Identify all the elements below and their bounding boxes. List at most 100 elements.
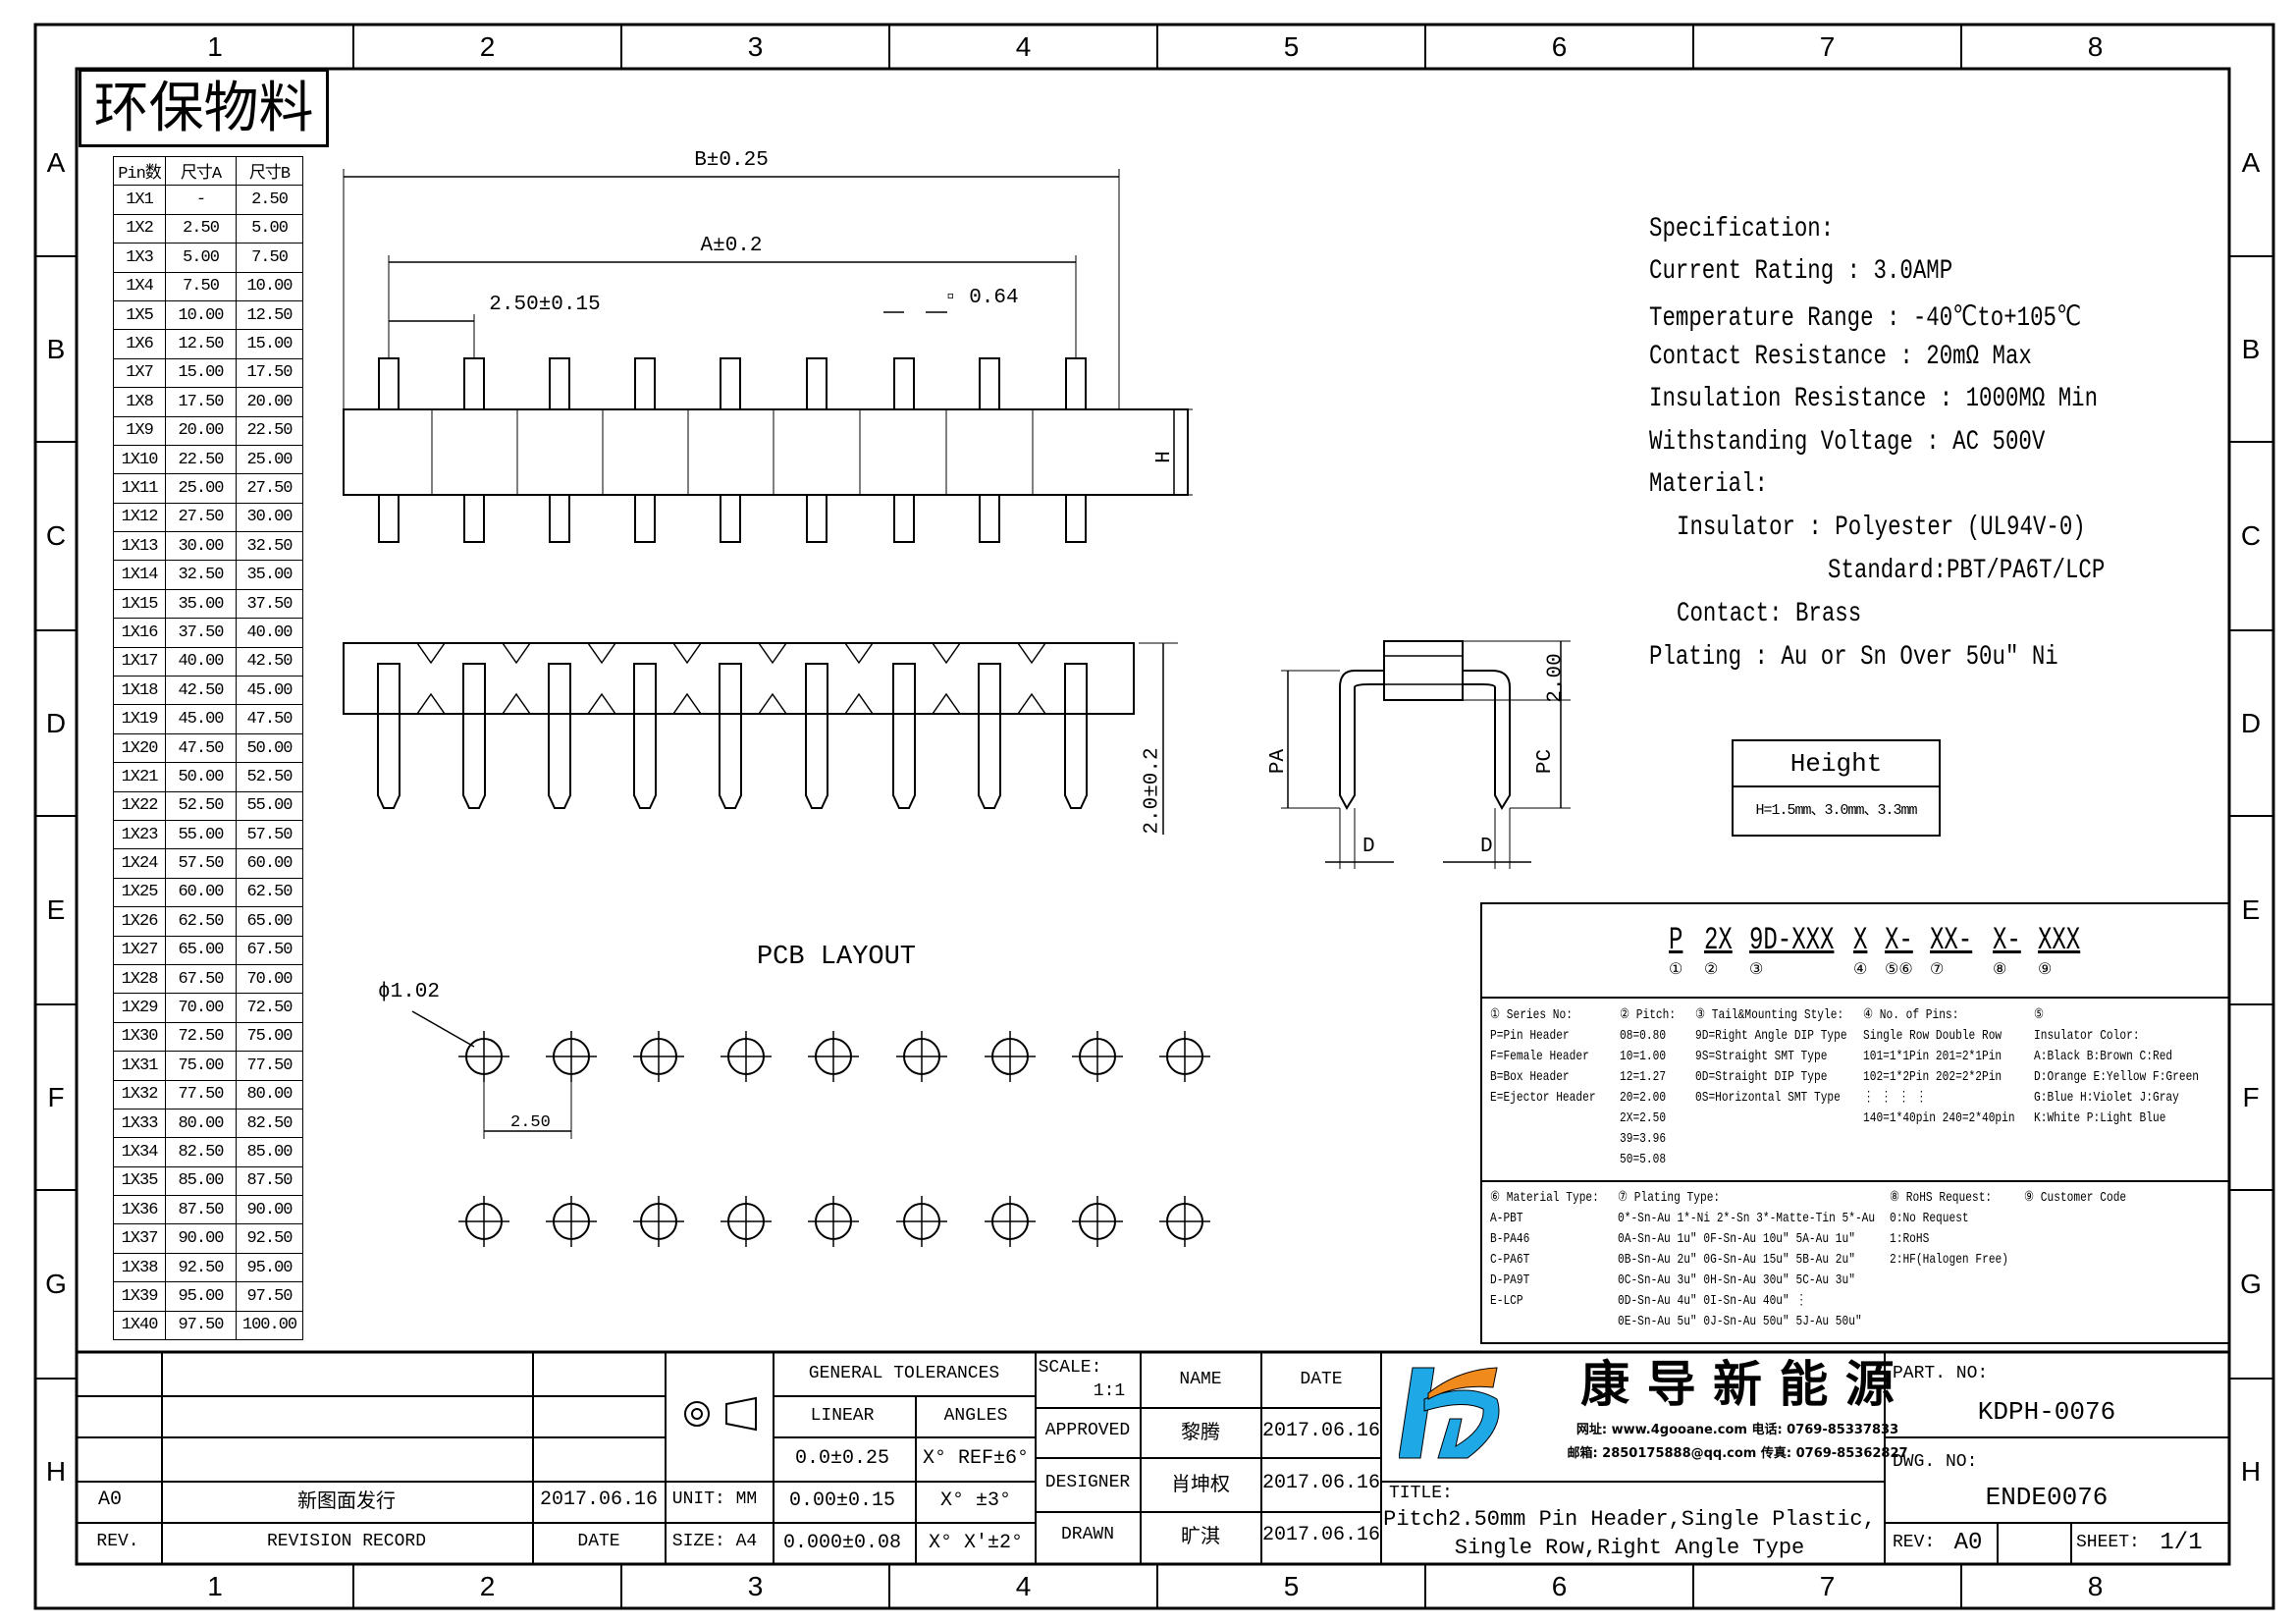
title-text: 新图面发行 xyxy=(297,1489,396,1512)
info-material: D-PA9T xyxy=(1490,1272,1530,1288)
code-marker: ③ xyxy=(1749,961,1764,979)
pin-top xyxy=(806,357,828,410)
row-label: D xyxy=(45,707,67,738)
info-color: K:White P:Light Blue xyxy=(2034,1110,2166,1126)
table-cell: 60.00 xyxy=(236,848,303,879)
info-pitch: 39=3.96 xyxy=(1620,1131,1667,1147)
table-cell: 1X19 xyxy=(113,704,166,734)
table-cell: 1X11 xyxy=(113,473,166,504)
table-cell: 1X7 xyxy=(113,357,166,389)
title-text: 0.000±0.08 xyxy=(782,1532,902,1554)
table-cell: 1X36 xyxy=(113,1195,166,1225)
info-customer: ⑨ Customer Code xyxy=(2024,1190,2127,1206)
code-segment: XXX xyxy=(2038,922,2081,958)
spec-line: Current Rating : 3.0AMP xyxy=(1649,256,1953,287)
dim-b: B±0.25 xyxy=(694,149,769,172)
title-label: TITLE: xyxy=(1389,1484,1453,1503)
notch xyxy=(416,642,446,665)
pin-bottom xyxy=(720,494,741,543)
notch xyxy=(844,642,874,665)
code-segment: X xyxy=(1853,922,1868,958)
pin-side xyxy=(719,663,742,809)
company-name: 康 导 新 能 源 xyxy=(1580,1356,1895,1413)
pin-side xyxy=(892,663,916,809)
column-label: 3 xyxy=(747,31,764,62)
table-cell: 65.00 xyxy=(236,906,303,937)
height-box: Height H=1.5mm、3.0mm、3.3mm xyxy=(1732,739,1941,837)
row-label: E xyxy=(46,894,66,925)
table-cell: 87.50 xyxy=(165,1195,237,1225)
info-plating: 0*-Sn-Au 1*-Ni 2*-Sn 3*-Matte-Tin 5*-Au xyxy=(1618,1211,1876,1226)
table-cell: 20.00 xyxy=(236,387,303,417)
code-marker: ⑦ xyxy=(1930,961,1945,979)
info-series: F=Female Header xyxy=(1490,1049,1589,1064)
table-cell: 45.00 xyxy=(236,676,303,706)
title-text: X° REF±6° xyxy=(922,1447,1030,1470)
table-cell: 1X20 xyxy=(113,732,166,764)
table-cell: 55.00 xyxy=(165,819,237,850)
column-label: 7 xyxy=(1819,1571,1836,1601)
table-cell: 1X26 xyxy=(113,906,166,937)
table-cell: 1X16 xyxy=(113,618,166,648)
table-cell: 90.00 xyxy=(236,1195,303,1225)
title-text: 2017.06.16 xyxy=(539,1489,659,1511)
dim-d2: D xyxy=(1480,836,1493,858)
table-cell: 80.00 xyxy=(165,1108,237,1139)
info-color: D:Orange E:Yellow F:Green xyxy=(2034,1069,2200,1085)
row-label: G xyxy=(2240,1269,2262,1299)
title-text: APPROVED xyxy=(1044,1421,1131,1440)
column-label: 5 xyxy=(1283,31,1300,62)
table-cell: 1X5 xyxy=(113,299,166,331)
pin-bottom xyxy=(806,494,828,543)
title-text: SIZE: A4 xyxy=(671,1532,758,1551)
title-text: ANGLES xyxy=(943,1406,1008,1426)
notch xyxy=(758,642,787,665)
pin-bottom xyxy=(979,494,1000,543)
title-text: UNIT: MM xyxy=(671,1489,758,1509)
notch xyxy=(1017,642,1046,665)
table-cell: 1X38 xyxy=(113,1252,166,1283)
info-pitch: ② Pitch: xyxy=(1620,1007,1677,1023)
pin-bottom xyxy=(378,494,400,543)
table-cell: 57.50 xyxy=(165,848,237,879)
info-material: ⑥ Material Type: xyxy=(1490,1190,1599,1206)
table-cell: 62.50 xyxy=(165,906,237,937)
notch xyxy=(672,692,702,715)
title-text: 0.00±0.15 xyxy=(788,1489,896,1512)
company-contact: 邮箱: 2850175888@qq.com 传真: 0769-85362827 xyxy=(1567,1446,1908,1461)
dim-h: H xyxy=(1152,451,1176,463)
table-cell: 1X12 xyxy=(113,502,166,533)
dim-pa: PA xyxy=(1267,748,1291,775)
pin-side xyxy=(462,663,486,809)
table-cell: 1X23 xyxy=(113,819,166,850)
info-material: E-LCP xyxy=(1490,1293,1523,1309)
row-label: F xyxy=(2242,1081,2260,1112)
table-cell: 1X35 xyxy=(113,1165,166,1197)
pin-side xyxy=(805,663,828,809)
table-cell: 1X32 xyxy=(113,1079,166,1110)
table-cell: 47.50 xyxy=(236,704,303,734)
info-plating: 0D-Sn-Au 4u" 0I-Sn-Au 40u" ⋮ xyxy=(1618,1293,1807,1309)
spec-line: Temperature Range : -40℃to+105℃ xyxy=(1649,303,2082,334)
pcb-layout-title: PCB LAYOUT xyxy=(756,943,917,972)
info-series: P=Pin Header xyxy=(1490,1028,1570,1044)
table-cell: 1X40 xyxy=(113,1310,166,1341)
table-cell: 12.50 xyxy=(236,299,303,331)
table-cell: 92.50 xyxy=(236,1223,303,1254)
dim-pcb-pitch: 2.50 xyxy=(510,1113,551,1132)
notch xyxy=(587,692,616,715)
pin-bent-right xyxy=(1463,670,1511,811)
column-label: 1 xyxy=(207,1571,223,1601)
